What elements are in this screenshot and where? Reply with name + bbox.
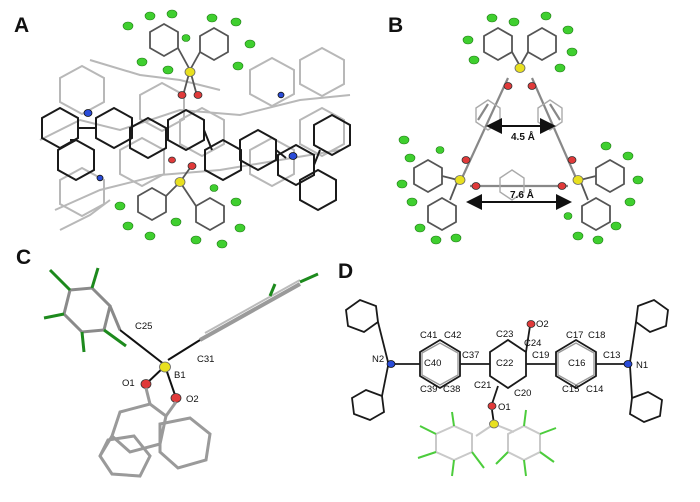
atom-label-c23: C23 bbox=[496, 329, 513, 340]
atom-label-c14: C14 bbox=[586, 384, 603, 395]
distance-label-outer: 7.6 Å bbox=[510, 188, 534, 201]
panel-d-backbone bbox=[392, 325, 626, 405]
panel-d: D bbox=[338, 260, 669, 477]
panel-a-borane-top bbox=[122, 9, 256, 99]
panel-c-aryl-left bbox=[62, 286, 112, 334]
atom-label-c20: C20 bbox=[514, 388, 531, 399]
atom-label-n1: N1 bbox=[636, 360, 648, 371]
atom-o2 bbox=[526, 320, 536, 328]
atom-label-c37: C37 bbox=[462, 350, 479, 361]
panel-c-letter: C bbox=[16, 246, 31, 269]
panel-b-borane-left bbox=[396, 135, 481, 245]
atom-label-c19: C19 bbox=[532, 350, 549, 361]
atom-label-c15: C15 bbox=[562, 384, 579, 395]
atom-o1 bbox=[487, 402, 497, 410]
atom-label-c18: C18 bbox=[588, 330, 605, 341]
atom-label-c39: C39 bbox=[420, 384, 437, 395]
panel-c-aryl-right bbox=[167, 272, 319, 361]
panel-d-letter: D bbox=[338, 260, 353, 283]
atom-label-c40: C40 bbox=[424, 358, 441, 369]
atom-label-c24: C24 bbox=[524, 338, 541, 349]
atom-label-c21: C21 bbox=[474, 380, 491, 391]
atom-label-c42: C42 bbox=[444, 330, 461, 341]
atom-label-c22: C22 bbox=[496, 358, 513, 369]
panel-d-borane bbox=[417, 409, 557, 477]
atom-label-c41: C41 bbox=[420, 330, 437, 341]
panel-a-borane-bottom bbox=[114, 156, 246, 249]
atom-label-c31: C31 bbox=[197, 354, 214, 365]
atom-label-b1: B1 bbox=[174, 370, 186, 381]
atom-label-o1: O1 bbox=[498, 402, 511, 413]
panel-c: C bbox=[16, 246, 319, 478]
panel-d-phenyl-left bbox=[345, 298, 389, 421]
atom-label-c13: C13 bbox=[603, 350, 620, 361]
atom-label-n2: N2 bbox=[372, 354, 384, 365]
panel-b-borane-right bbox=[557, 141, 644, 245]
atom-label-c16: C16 bbox=[568, 358, 585, 369]
boron-atom bbox=[159, 361, 171, 373]
panel-b: B bbox=[388, 11, 644, 245]
oxygen-atom-o1 bbox=[140, 379, 152, 389]
oxygen-atom-o2 bbox=[170, 393, 182, 403]
panel-a-nitrogen-atoms bbox=[83, 91, 298, 182]
panel-a-letter: A bbox=[14, 14, 29, 37]
panel-b-letter: B bbox=[388, 14, 403, 37]
atom-label-c38: C38 bbox=[443, 384, 460, 395]
panel-c-scaffold bbox=[98, 387, 212, 478]
atom-n1 bbox=[623, 360, 633, 368]
panel-a-main-molecules bbox=[41, 106, 351, 212]
atom-label-o2: O2 bbox=[186, 394, 199, 405]
atom-label-c25: C25 bbox=[135, 321, 152, 332]
atom-label-o1: O1 bbox=[122, 378, 135, 389]
atom-label-c17: C17 bbox=[566, 330, 583, 341]
panel-d-phenyl-right bbox=[629, 298, 669, 423]
atom-n2 bbox=[386, 360, 396, 368]
panel-b-borane-top bbox=[462, 11, 578, 90]
atom-label-o2: O2 bbox=[536, 319, 549, 330]
panel-a: A bbox=[14, 9, 351, 249]
distance-label-inner: 4.5 Å bbox=[511, 130, 535, 143]
